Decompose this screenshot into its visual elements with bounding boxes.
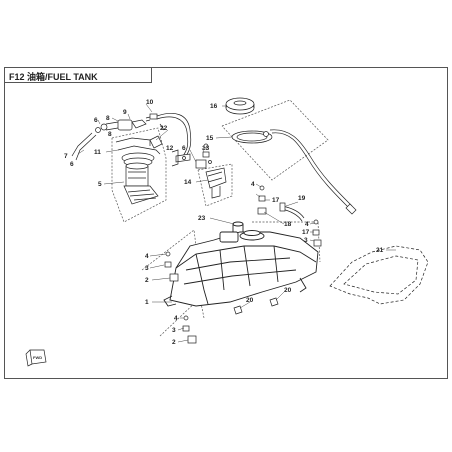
fwd-badge <box>25 349 47 367</box>
callout-3: 3 <box>304 237 308 244</box>
vent-hose <box>269 129 357 222</box>
callout-6: 6 <box>70 161 74 168</box>
callout-21: 21 <box>376 247 384 254</box>
callout-1: 1 <box>145 299 149 306</box>
callout-16: 16 <box>210 103 218 110</box>
callout-20: 20 <box>284 287 292 294</box>
fuel-pump <box>115 137 161 205</box>
fuel-cap <box>225 97 255 115</box>
callout-11: 11 <box>94 149 101 156</box>
callout-labels: 1 2 2 3 3 3 4 4 4 4 5 6 6 6 7 8 8 9 10 1… <box>33 99 384 360</box>
callout-4: 4 <box>145 253 149 260</box>
callout-18: 18 <box>284 221 292 228</box>
breather-hose <box>149 113 192 157</box>
callout-9: 9 <box>123 109 127 116</box>
callout-15: 15 <box>206 135 214 142</box>
callout-10: 10 <box>146 99 154 106</box>
fuel-sender <box>171 149 227 199</box>
fuel-tank <box>163 221 319 307</box>
callout-2: 2 <box>172 339 176 346</box>
callout-20: 20 <box>246 297 254 304</box>
callout-3: 3 <box>172 327 176 334</box>
title-tab <box>4 67 152 83</box>
callout-2: 2 <box>145 277 149 284</box>
callout-3: 3 <box>145 265 149 272</box>
callout-8: 8 <box>106 115 110 122</box>
callout-6: 6 <box>182 145 186 152</box>
callout-17: 17 <box>302 229 310 236</box>
callout-22: 22 <box>160 125 168 132</box>
diagram-frame <box>4 67 448 379</box>
callout-4: 4 <box>174 315 178 322</box>
callout-7: 7 <box>64 153 68 160</box>
leader-lines <box>77 103 396 343</box>
callout-6: 6 <box>94 117 98 124</box>
heat-shield <box>329 245 429 305</box>
callout-5: 5 <box>98 181 102 188</box>
callout-4: 4 <box>305 221 309 228</box>
callout-12: 12 <box>166 145 174 152</box>
pump-group-outline <box>111 99 329 337</box>
callout-17: 17 <box>272 197 280 204</box>
callout-8: 8 <box>108 131 112 138</box>
callout-14: 14 <box>184 179 192 186</box>
callout-4: 4 <box>251 181 255 188</box>
cap-seal <box>231 130 273 144</box>
diagram-title: F12 油箱/FUEL TANK <box>9 72 98 82</box>
callout-19: 19 <box>298 195 306 202</box>
callout-13: 13 <box>202 145 210 152</box>
callout-23: 23 <box>198 215 206 222</box>
fuel-filter <box>71 113 158 161</box>
fwd-badge-label: FWD <box>33 355 42 360</box>
fasteners <box>164 143 322 344</box>
